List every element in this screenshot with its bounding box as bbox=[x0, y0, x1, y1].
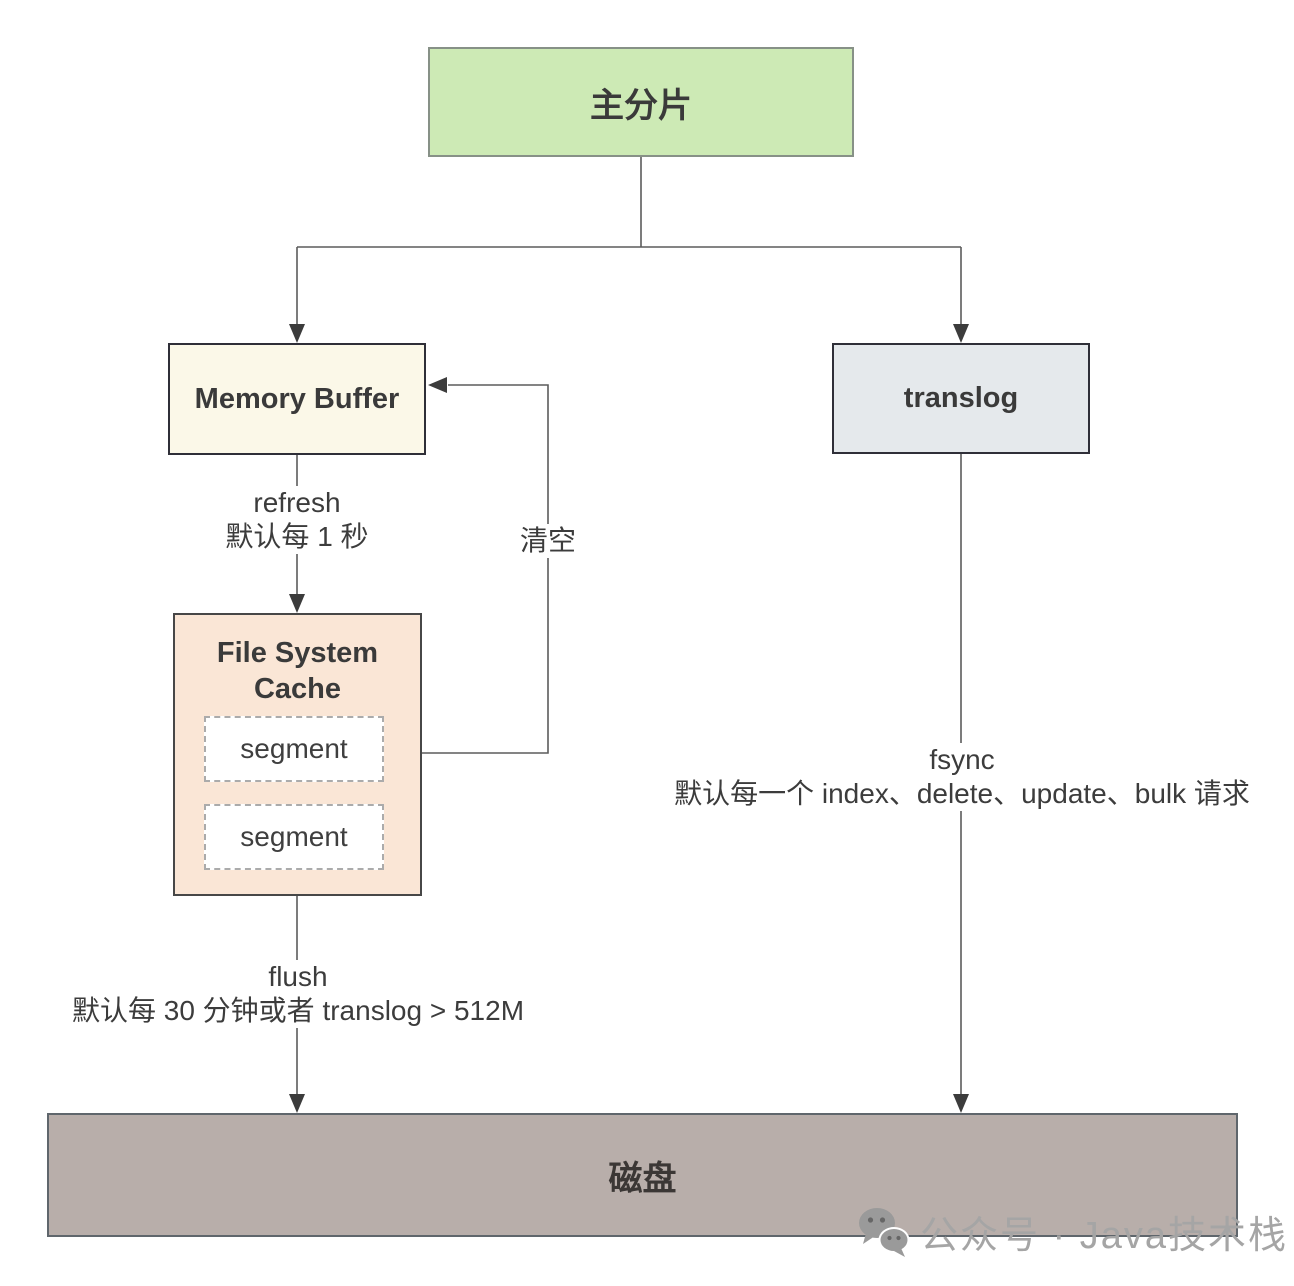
refresh-title: refresh bbox=[253, 487, 341, 518]
clear-label: 清空 bbox=[519, 525, 577, 556]
edge-label-refresh: refresh 默认每 1 秒 bbox=[217, 486, 377, 554]
watermark-text: 公众号 · Java技术栈 bbox=[920, 1215, 1289, 1257]
fsync-subtitle: 默认每一个 index、delete、update、bulk 请求 bbox=[674, 778, 1250, 809]
node-primary-shard-label: 主分片 bbox=[590, 86, 692, 125]
arrowhead-flush-to-disk bbox=[289, 1094, 305, 1113]
flush-subtitle: 默认每 30 分钟或者 translog > 512M bbox=[71, 995, 525, 1026]
node-memory-buffer-label: Memory Buffer bbox=[194, 382, 400, 415]
edge-primary-split bbox=[296, 157, 962, 325]
arrowhead-to-memory-buffer bbox=[289, 324, 305, 343]
edge-clear-line bbox=[422, 384, 549, 754]
node-disk[interactable]: 磁盘 bbox=[47, 1113, 1238, 1237]
arrowhead-to-fsc bbox=[289, 594, 305, 613]
wechat-icon bbox=[859, 1207, 910, 1257]
node-file-system-cache[interactable]: File System Cache segment segment bbox=[173, 613, 422, 896]
segment-label: segment bbox=[240, 821, 348, 852]
edge-label-flush: flush 默认每 30 分钟或者 translog > 512M bbox=[63, 960, 533, 1028]
refresh-subtitle: 默认每 1 秒 bbox=[225, 521, 369, 552]
edge-label-clear: 清空 bbox=[511, 524, 585, 558]
node-memory-buffer[interactable]: Memory Buffer bbox=[168, 343, 426, 455]
arrowhead-to-translog bbox=[953, 324, 969, 343]
node-primary-shard[interactable]: 主分片 bbox=[428, 47, 854, 157]
flush-title: flush bbox=[268, 961, 328, 992]
watermark: 公众号 · Java技术栈 bbox=[856, 1204, 1288, 1259]
segment-box[interactable]: segment bbox=[204, 804, 384, 870]
segment-box[interactable]: segment bbox=[204, 716, 384, 782]
node-disk-label: 磁盘 bbox=[608, 1159, 677, 1198]
edge-label-fsync: fsync 默认每一个 index、delete、update、bulk 请求 bbox=[666, 743, 1258, 811]
arrowhead-fsync-to-disk bbox=[953, 1094, 969, 1113]
arrowhead-clear bbox=[428, 377, 447, 393]
node-translog-label: translog bbox=[903, 382, 1019, 414]
segment-label: segment bbox=[240, 733, 348, 764]
node-file-system-cache-label: File System Cache bbox=[216, 637, 379, 705]
fsync-title: fsync bbox=[929, 744, 995, 775]
node-translog[interactable]: translog bbox=[832, 343, 1090, 454]
